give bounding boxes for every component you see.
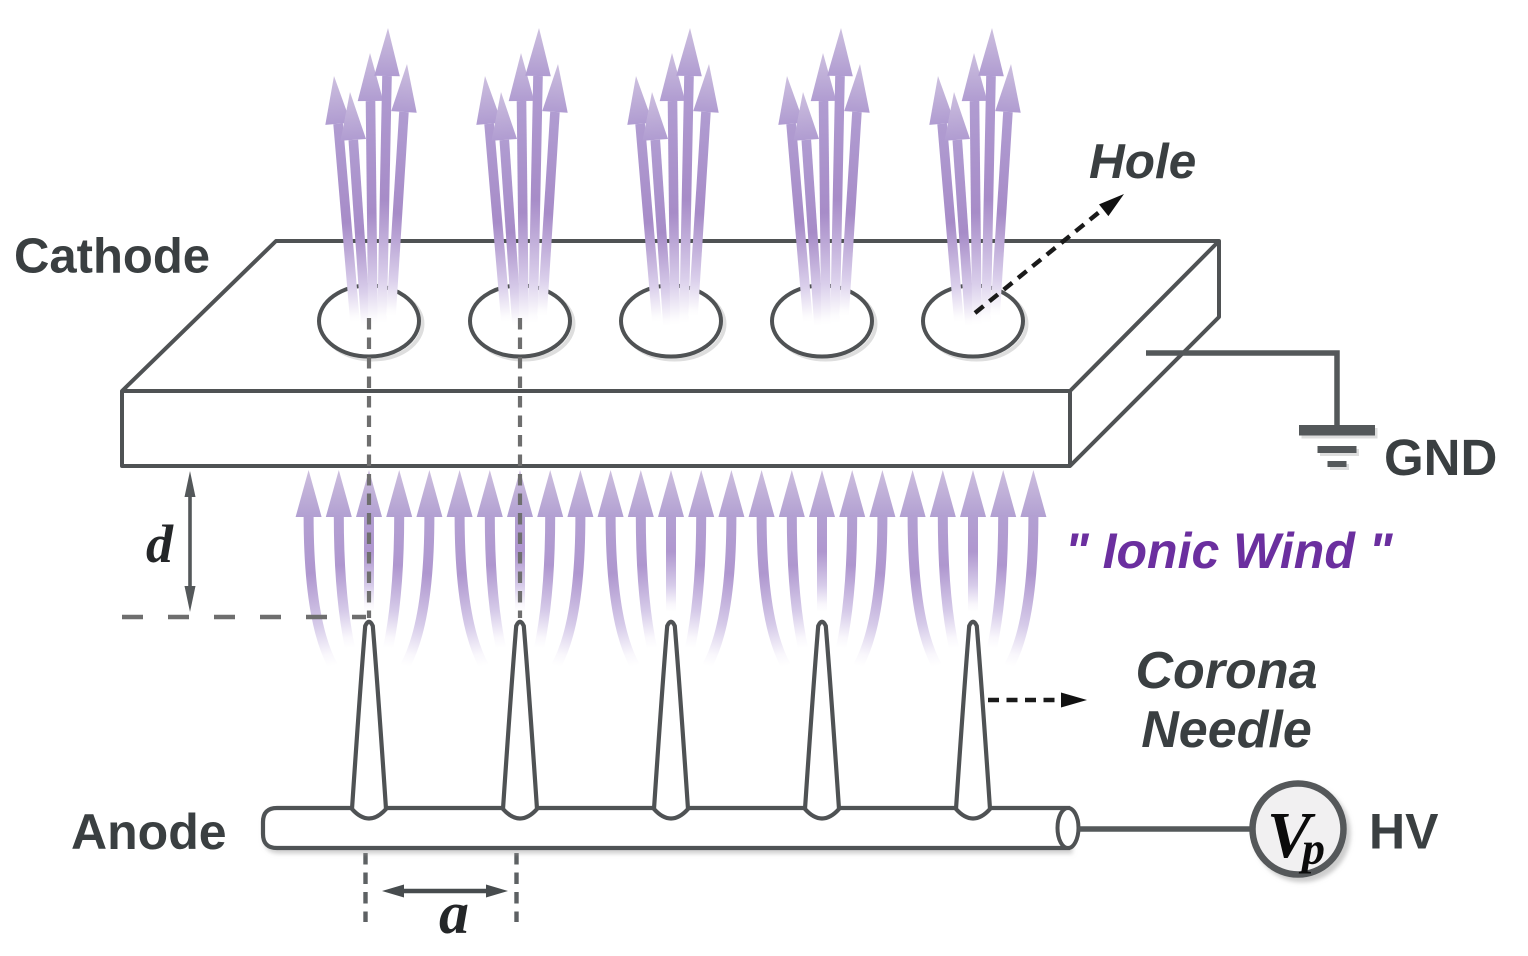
svg-text:p: p <box>1298 823 1325 874</box>
svg-text:Hole: Hole <box>1089 134 1196 189</box>
svg-text:a: a <box>439 880 469 946</box>
svg-text:Needle: Needle <box>1141 701 1312 759</box>
svg-text:Cathode: Cathode <box>14 230 210 284</box>
svg-text:Anode: Anode <box>71 804 227 860</box>
svg-text:Corona: Corona <box>1136 642 1318 700</box>
svg-text:" Ionic Wind ": " Ionic Wind " <box>1065 523 1394 579</box>
svg-text:d: d <box>146 514 174 574</box>
svg-text:V: V <box>1267 799 1316 872</box>
svg-text:HV: HV <box>1369 804 1439 860</box>
svg-text:GND: GND <box>1384 429 1497 486</box>
